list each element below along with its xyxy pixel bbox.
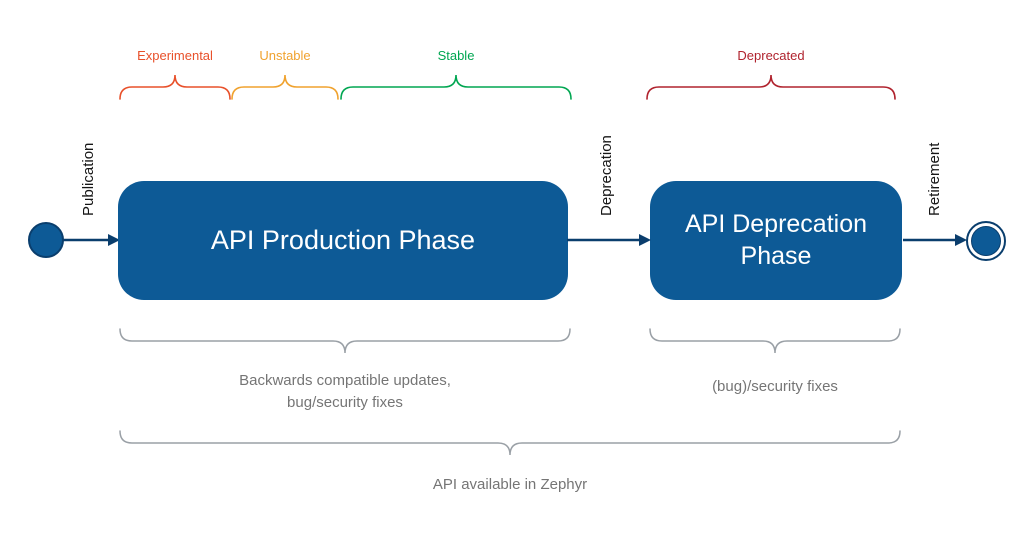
transition-label-publication: Publication [80,142,97,216]
overall-availability-brace [119,430,901,456]
initial-state-node [28,222,64,258]
stable-brace [340,74,572,100]
deprecation-phase-note: (bug)/security fixes [712,378,838,395]
arrow-retirement [903,234,967,246]
arrow-deprecation [567,234,651,246]
experimental-stage-label: Experimental [137,48,213,63]
production-phase-note: Backwards compatible updates, bug/securi… [239,372,451,411]
transition-label-retirement: Retirement [926,142,943,216]
unstable-brace [231,74,339,100]
final-state-node [966,221,1006,261]
transition-label-deprecation: Deprecation [598,135,615,216]
production-notes-brace [119,328,571,354]
final-state-inner-circle [971,226,1001,256]
state-api-deprecation-phase: API Deprecation Phase [650,181,902,300]
stable-stage-label: Stable [437,48,475,63]
deprecated-brace [646,74,896,100]
deprecation-notes-brace [649,328,901,354]
unstable-stage-label: Unstable [259,48,311,63]
state-api-production-phase: API Production Phase [118,181,568,300]
arrow-publication [62,234,120,246]
deprecated-stage-label: Deprecated [737,48,805,63]
experimental-brace [119,74,231,100]
overall-availability-note: API available in Zephyr [432,476,588,493]
